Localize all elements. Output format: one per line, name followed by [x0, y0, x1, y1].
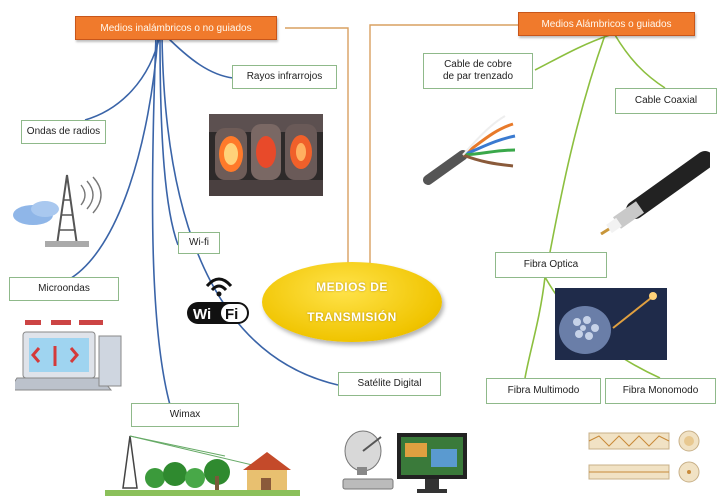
- node-coax: Cable Coaxial: [615, 88, 717, 114]
- node-copper-line1: Cable de cobre: [444, 59, 512, 70]
- node-infrared: Rayos infrarrojos: [232, 65, 337, 89]
- node-multimode: Fibra Multimodo: [486, 378, 601, 404]
- center-title-line2: TRANSMISIÓN: [307, 310, 397, 324]
- microwave-laptop-image: [15, 318, 127, 398]
- satellite-tv-image: [335, 423, 470, 496]
- center-title-line1: MEDIOS DE: [316, 280, 388, 294]
- connector-wifi: [159, 35, 179, 246]
- node-radio: Ondas de radios: [21, 120, 106, 144]
- connector-multimode: [524, 276, 546, 379]
- coaxial-cable-image: [595, 150, 710, 235]
- node-monomode: Fibra Monomodo: [605, 378, 716, 404]
- connector-fiber: [549, 34, 606, 253]
- fiber-optic-image: [555, 288, 667, 360]
- connector-wimax: [151, 35, 171, 406]
- center-node: MEDIOS DE TRANSMISIÓN: [262, 262, 442, 342]
- connector-coax: [614, 34, 666, 89]
- connector-infrared: [164, 34, 234, 79]
- node-wifi: Wi-fi: [178, 232, 220, 254]
- wimax-landscape-image: [105, 428, 300, 496]
- category-wireless: Medios inalámbricos o no guiados: [75, 16, 277, 40]
- node-wimax: Wimax: [131, 403, 239, 427]
- svg-text:Fi: Fi: [225, 306, 238, 323]
- wifi-logo: Wi Fi: [185, 268, 253, 328]
- connector-microwave: [67, 35, 159, 281]
- node-fiber: Fibra Optica: [495, 252, 607, 278]
- node-satellite: Satélite Digital: [338, 372, 441, 396]
- fiber-modes-image: [585, 425, 715, 496]
- node-microwave: Microondas: [9, 277, 119, 301]
- node-copper-line2: de par trenzado: [442, 71, 514, 82]
- svg-text:Wi: Wi: [193, 306, 211, 323]
- radio-tower-image: [5, 165, 120, 250]
- category-wired: Medios Alámbricos o guiados: [518, 12, 695, 36]
- connector-center-wireless: [285, 27, 349, 265]
- connector-center-wired: [369, 24, 518, 265]
- connector-copper: [534, 34, 611, 71]
- twisted-pair-image: [423, 110, 518, 190]
- infrared-image: [209, 114, 323, 196]
- node-copper: Cable de cobre de par trenzado: [423, 53, 533, 89]
